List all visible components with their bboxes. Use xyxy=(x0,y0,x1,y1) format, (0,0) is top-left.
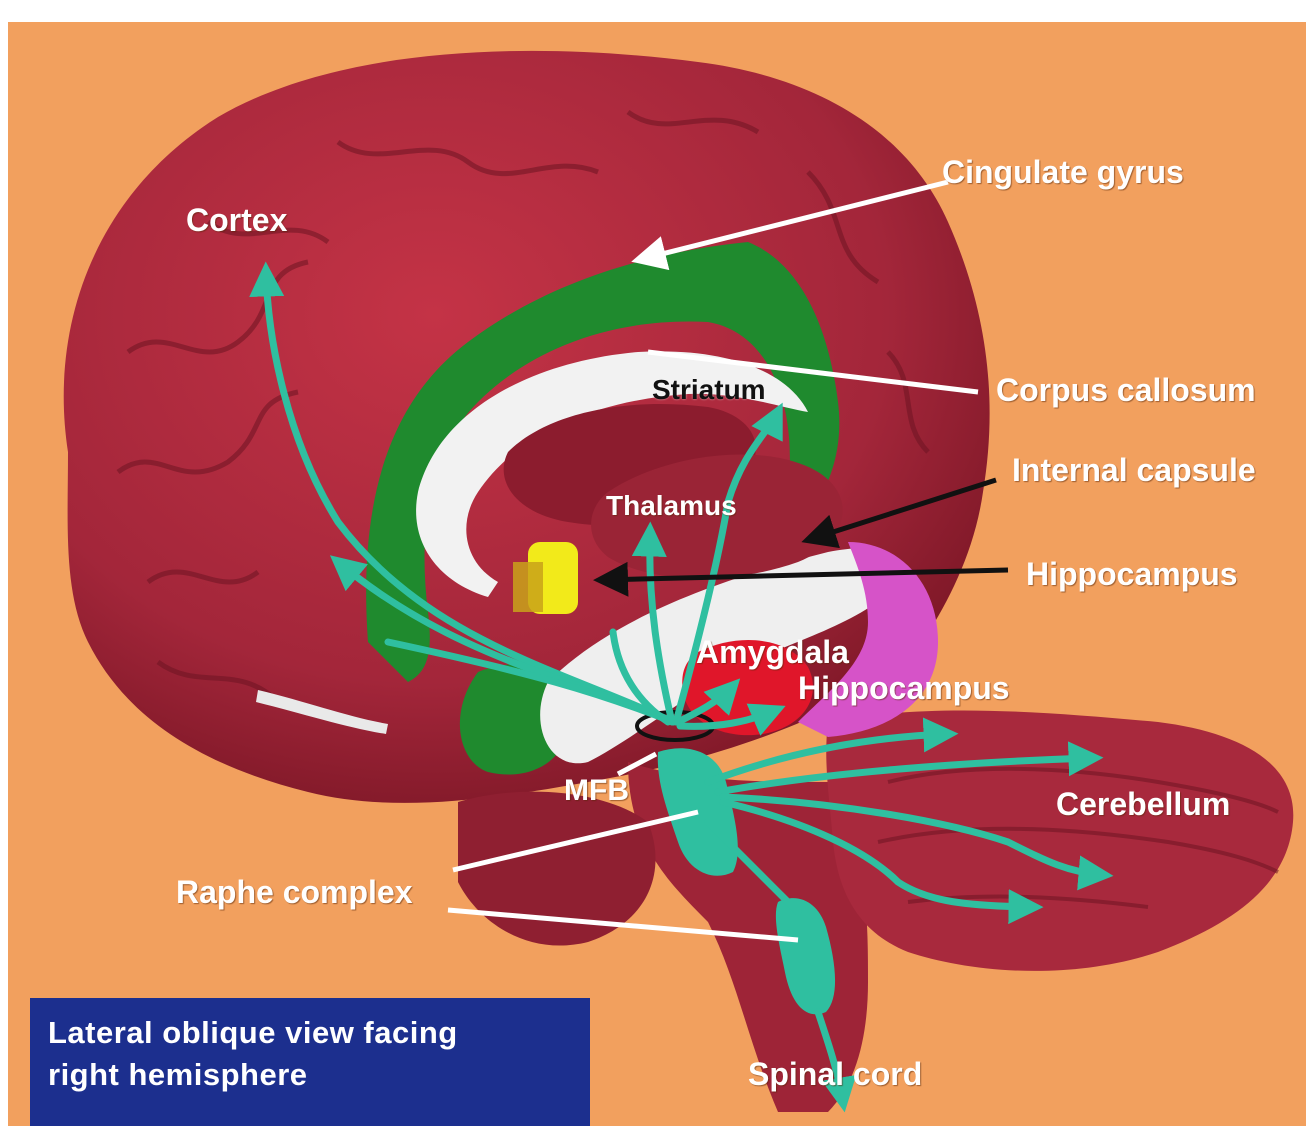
label-amygdala: Amygdala xyxy=(696,634,849,671)
label-thalamus: Thalamus xyxy=(606,490,737,522)
caption-line-1: Lateral oblique view facing xyxy=(48,1012,572,1054)
temporal-lobe xyxy=(458,792,656,946)
label-striatum: Striatum xyxy=(652,374,766,406)
label-hippocampus-upper: Hippocampus xyxy=(1026,556,1238,593)
label-mfb: MFB xyxy=(564,774,629,808)
label-cortex: Cortex xyxy=(186,202,287,239)
label-raphe-complex: Raphe complex xyxy=(176,874,413,911)
striatum-marker-hatch xyxy=(513,562,543,612)
label-cingulate-gyrus: Cingulate gyrus xyxy=(942,154,1184,191)
caption-box: Lateral oblique view facing right hemisp… xyxy=(30,998,590,1126)
label-corpus-callosum: Corpus callosum xyxy=(996,372,1256,409)
label-internal-capsule: Internal capsule xyxy=(1012,452,1256,489)
cerebellum-shape xyxy=(826,710,1293,970)
brain-diagram: Cortex Cingulate gyrus Striatum Corpus c… xyxy=(8,22,1306,1126)
caption-line-2: right hemisphere xyxy=(48,1054,572,1096)
label-hippocampus-lower: Hippocampus xyxy=(798,670,1010,707)
label-cerebellum: Cerebellum xyxy=(1056,786,1230,823)
label-spinal-cord: Spinal cord xyxy=(748,1056,922,1093)
